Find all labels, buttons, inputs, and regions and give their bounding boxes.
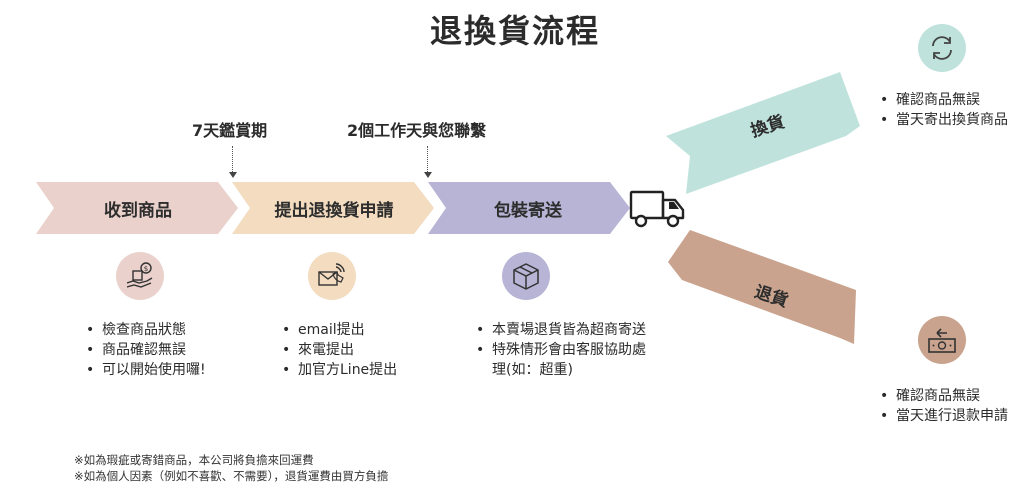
- page-title: 退換貨流程: [429, 12, 600, 50]
- hand-money-box-icon: $: [116, 252, 164, 300]
- contact-dotted-line: [427, 146, 428, 172]
- list-item: 本賣場退貨皆為超商寄送: [476, 320, 652, 340]
- step-receive: 收到商品: [56, 182, 220, 234]
- list-item: 當天寄出換貨商品: [880, 110, 1020, 130]
- ship-list: 本賣場退貨皆為超商寄送 特殊情形會由客服協助處理(如：超重): [476, 320, 652, 380]
- list-item: 特殊情形會由客服協助處理(如：超重): [476, 340, 652, 380]
- list-item: 可以開始使用囉!: [86, 360, 246, 380]
- svg-text:$: $: [144, 265, 148, 273]
- branch-arrows: [666, 72, 860, 344]
- exchange-list: 確認商品無誤 當天寄出換貨商品: [880, 90, 1020, 130]
- step-apply-label: 提出退換貨申請: [274, 200, 394, 221]
- list-item: 當天進行退款申請: [880, 406, 1028, 426]
- exchange-arrow: [666, 72, 860, 194]
- list-item: 確認商品無誤: [880, 90, 1020, 110]
- chevron-receive: [36, 182, 238, 234]
- step-apply: 提出退換貨申請: [250, 182, 418, 234]
- list-item: 商品確認無誤: [86, 340, 246, 360]
- receive-list: 檢查商品狀態 商品確認無誤 可以開始使用囉!: [86, 320, 246, 380]
- apply-list: email提出 來電提出 加官方Line提出: [282, 320, 442, 380]
- process-chevrons: [36, 182, 630, 234]
- step-ship: 包裝寄送: [446, 182, 610, 234]
- appreciation-dotted-line: [232, 146, 233, 172]
- list-item: email提出: [282, 320, 442, 340]
- cash-refund-icon: [918, 316, 966, 364]
- package-box-icon: [502, 252, 550, 300]
- contact-arrowhead: [423, 172, 432, 178]
- phone-mail-icon: [308, 252, 356, 300]
- footnote-defect: ※如為瑕疵或寄錯商品，本公司將負擔來回運費: [74, 453, 314, 467]
- return-list: 確認商品無誤 當天進行退款申請: [880, 386, 1028, 426]
- appreciation-arrowhead: [228, 172, 237, 178]
- list-item: 檢查商品狀態: [86, 320, 246, 340]
- appreciation-period-label: 7天鑑賞期: [192, 121, 268, 140]
- footnote-personal: ※如為個人因素（例如不喜歡、不需要），退貨運費由買方負擔: [74, 469, 389, 483]
- contact-period-label: 2個工作天與您聯繫: [347, 121, 487, 140]
- step-receive-label: 收到商品: [104, 200, 172, 221]
- chevron-ship: [428, 182, 630, 234]
- list-item: 確認商品無誤: [880, 386, 1028, 406]
- refresh-arrows-icon: [918, 24, 966, 72]
- list-item: 加官方Line提出: [282, 360, 442, 380]
- chevron-apply: [232, 182, 434, 234]
- return-arrow: [668, 230, 856, 344]
- delivery-truck-icon: [629, 190, 685, 228]
- step-ship-label: 包裝寄送: [494, 200, 562, 221]
- list-item: 來電提出: [282, 340, 442, 360]
